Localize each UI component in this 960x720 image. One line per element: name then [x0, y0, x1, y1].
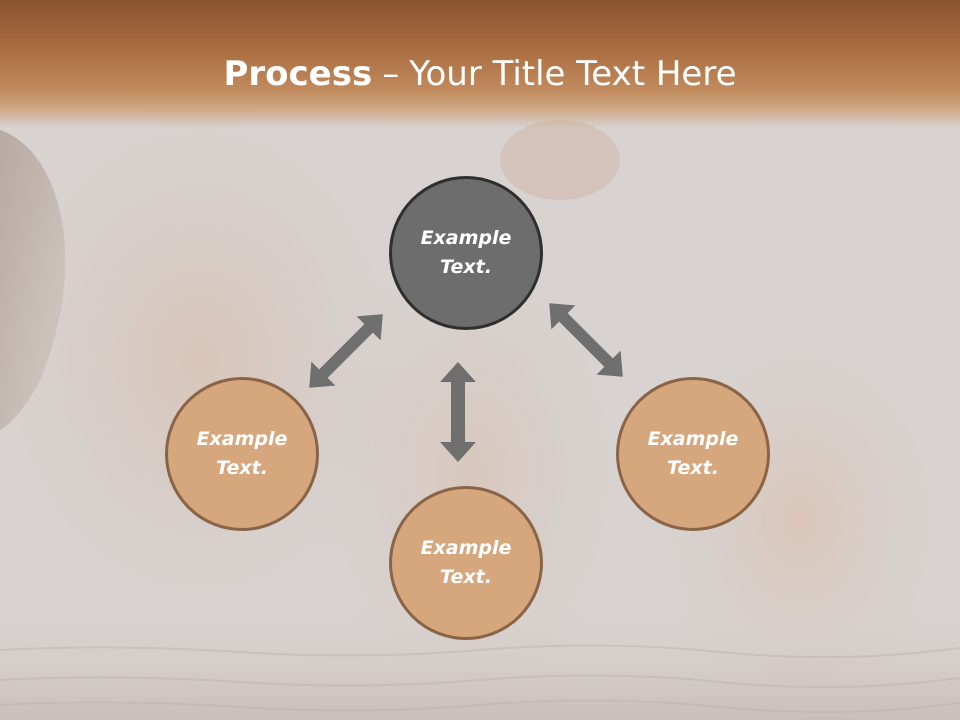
arrow-center-bottom [440, 362, 476, 462]
bottom-node-label: Example Text. [420, 537, 512, 588]
title-rest: Your Title Text Here [409, 54, 737, 94]
center-node: Example Text. [389, 176, 543, 330]
bottom-node: Example Text. [389, 486, 543, 640]
arrow-center-right [549, 303, 623, 377]
title-separator: – [382, 54, 400, 94]
center-node-label: Example Text. [420, 227, 512, 278]
right-node: Example Text. [616, 377, 770, 531]
slide-title: Process–Your Title Text Here [0, 52, 960, 96]
left-node: Example Text. [165, 377, 319, 531]
left-node-label: Example Text. [196, 428, 288, 479]
arrow-center-left [309, 314, 383, 388]
title-bold: Process [223, 54, 373, 94]
right-node-label: Example Text. [647, 428, 739, 479]
title-band [0, 0, 960, 128]
